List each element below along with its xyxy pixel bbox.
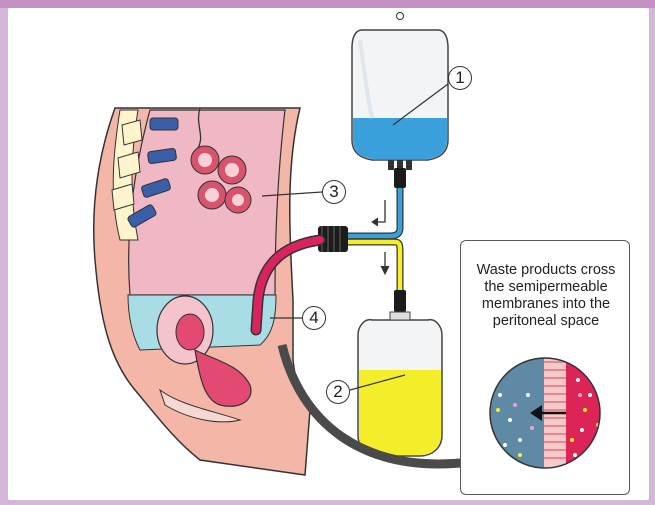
waste-liquid xyxy=(359,370,441,455)
label-4: 4 xyxy=(302,306,326,330)
dialysate-liquid xyxy=(353,118,447,159)
callout-text: Waste products cross the semipermeable m… xyxy=(462,262,630,330)
top-band xyxy=(0,0,655,8)
label-2: 2 xyxy=(326,380,350,404)
label-1: 1 xyxy=(448,66,472,90)
label-3: 3 xyxy=(322,180,346,204)
